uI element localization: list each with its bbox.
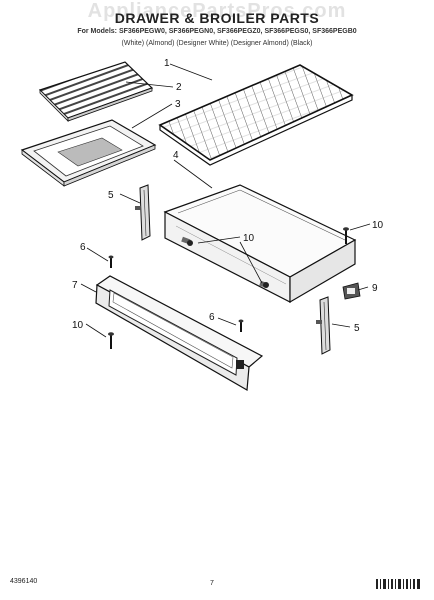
- color-list: (White) (Almond) (Designer White) (Desig…: [121, 40, 313, 47]
- drawer-slide-left: [135, 184, 151, 241]
- callout-9: 9: [372, 283, 378, 294]
- callout-4: 4: [173, 150, 179, 161]
- screw-top-left: [108, 255, 114, 268]
- callout-5-right: 5: [354, 323, 360, 334]
- bracket-clip: [342, 282, 361, 300]
- watermark: AppliancePartsPros.com: [87, 0, 347, 22]
- drawer-slide-right: [316, 296, 331, 355]
- barcode-logo: [376, 579, 420, 589]
- screw-panel-right: [238, 319, 244, 332]
- part-number: 4396140: [10, 578, 38, 585]
- drawer-body: [163, 184, 357, 304]
- broiler-pan: [20, 119, 157, 187]
- callout-7: 7: [72, 280, 78, 291]
- callout-5-left: 5: [108, 190, 114, 201]
- callout-3: 3: [175, 99, 181, 110]
- callout-labels: 1 2 3 4 5 10 10 6 7 9 5 6 10: [72, 58, 384, 334]
- screw-right: [343, 227, 349, 244]
- broiler-grid: [38, 61, 154, 122]
- page-title: DRAWER & BROILER PARTS: [114, 10, 320, 26]
- callout-10-left: 10: [72, 320, 84, 331]
- drawer-front-panel: [95, 275, 264, 391]
- callout-10-center: 10: [243, 233, 255, 244]
- model-list: For Models: SF366PEGW0, SF366PEGN0, SF36…: [77, 28, 357, 35]
- callout-6-left: 6: [80, 242, 86, 253]
- page-number: 7: [210, 580, 214, 587]
- callout-2: 2: [176, 82, 182, 93]
- callout-6-right: 6: [209, 312, 215, 323]
- callout-1: 1: [164, 58, 170, 69]
- screw-bottom-left: [108, 332, 114, 349]
- callout-10-right: 10: [372, 220, 384, 231]
- leader-lines: [80, 63, 371, 338]
- oven-rack: [158, 64, 354, 166]
